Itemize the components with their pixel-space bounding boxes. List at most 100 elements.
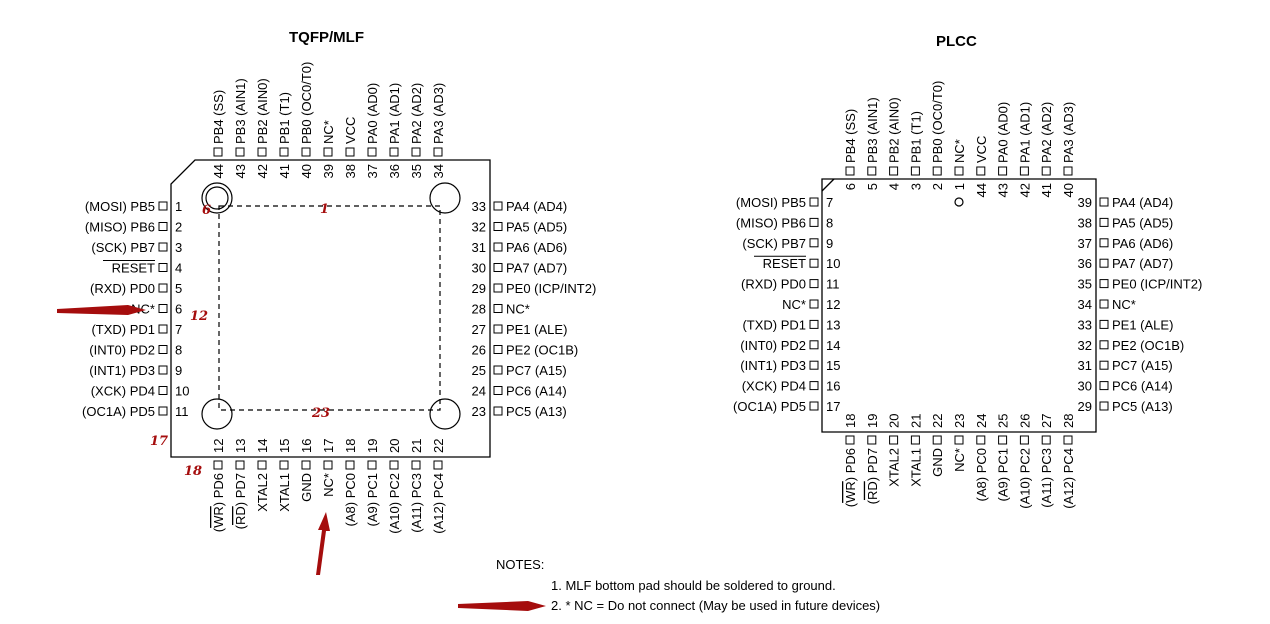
tqfp-pin-pad [493,345,503,354]
plcc-pin-label: PC6 (A14) [1112,379,1173,394]
tqfp-pin-number: 9 [175,363,182,378]
tqfp-pin-pad [411,147,421,157]
tqfp-pin-number: 22 [431,439,446,453]
plcc-pin-label: PA1 (AD1) [1017,102,1032,163]
plcc-pin-label: PA2 (AD2) [1039,102,1054,163]
plcc-pin-number: 22 [930,414,945,428]
plcc-pin-number: 17 [826,399,840,414]
tqfp-pin-number: 44 [211,164,226,178]
plcc-pin-label: (A9) PC1 [996,448,1011,501]
annotation-mark: 1 [320,202,329,217]
plcc-pin-number: 20 [887,414,902,428]
tqfp-pin-number: 8 [175,343,182,358]
plcc-pin-label: PA3 (AD3) [1061,102,1076,163]
plcc-pin-pad [910,166,920,176]
plcc-pin-number: 43 [996,183,1011,197]
note-2: 2. * NC = Do not connect (May be used in… [551,598,881,613]
plcc-pin-label: PB3 (AIN1) [865,97,880,163]
tqfp-pin-pad [345,147,355,157]
tqfp-pin-number: 34 [431,164,446,178]
tqfp-pin-pad [158,263,168,272]
tqfp-pin-number: 24 [472,384,486,399]
tqfp-pin-label: PA5 (AD5) [506,220,567,235]
tqfp-pin-label: GND [299,473,314,502]
tqfp-pin-number: 11 [175,404,189,419]
tqfp-pin-label: (RXD) PD0 [90,281,155,296]
tqfp-pin-pad [213,460,223,470]
plcc-pin-pad [809,217,819,227]
plcc-pin-number: 10 [826,256,840,271]
tqfp-pin-label: (MOSI) PB5 [85,199,155,214]
tqfp-pin-number: 2 [175,220,182,235]
plcc-pin-label: PA7 (AD7) [1112,256,1173,271]
tqfp-pin-pad [493,304,503,313]
notes-heading: NOTES: [496,557,545,572]
tqfp-pin1-marker [205,186,229,210]
plcc-pin-number: 37 [1078,236,1092,251]
plcc-pin-label: NC* [782,297,806,312]
tqfp-pin-pad [301,147,311,157]
plcc-pin-pad [1099,279,1109,289]
annotation-arrow-nc6 [57,305,146,315]
tqfp-pin-number: 17 [321,439,336,453]
tqfp-pin-number: 21 [409,439,424,453]
tqfp-pin-number: 28 [472,302,486,317]
plcc-pin-label: VCC [974,136,989,163]
plcc-pin-label: (MISO) PB6 [736,215,806,230]
plcc-pin-pad [809,279,819,289]
plcc-pin-pad [1099,197,1109,207]
note-1: 1. MLF bottom pad should be soldered to … [551,578,836,593]
tqfp-pin-label: PA7 (AD7) [506,261,567,276]
plcc-pin-number: 33 [1078,317,1092,332]
tqfp-pin-pad [323,460,333,470]
tqfp-corner-marker [201,398,233,430]
plcc-pin-label: PE1 (ALE) [1112,317,1173,332]
plcc-pin-pad [976,166,986,176]
plcc-pin-number: 39 [1078,195,1092,210]
tqfp-pin-label: PB3 (AIN1) [233,78,248,144]
tqfp-pin-label: NC* [321,473,336,497]
tqfp-pin-label: (A9) PC1 [365,473,380,526]
plcc-pin-pad [1041,435,1051,445]
tqfp-pin-number: 41 [277,164,292,178]
tqfp-pin-number: 42 [255,164,270,178]
plcc-pin-number: 34 [1078,297,1092,312]
plcc-pin-pad [867,166,877,176]
tqfp-pin-label: (TXD) PD1 [91,322,155,337]
tqfp-pin-label: (OC1A) PD5 [82,404,155,419]
plcc-pin-label: NC* [952,448,967,472]
tqfp-pin-pad [158,386,168,395]
tqfp-pin-pad [158,406,168,416]
tqfp-pin-number: 4 [175,261,182,276]
tqfp-pin-label: XTAL1 [277,473,292,512]
plcc-pin-number: 40 [1061,183,1076,197]
tqfp-corner-marker [429,398,461,430]
plcc-pin-number: 13 [826,317,840,332]
tqfp-pin-label: RESET [112,261,155,276]
tqfp-pin-number: 5 [175,281,182,296]
plcc-pin-number: 21 [908,414,923,428]
plcc-pin-number: 23 [952,414,967,428]
tqfp-pin-label: (A8) PC0 [343,473,358,526]
plcc-pin-label: (RXD) PD0 [741,277,806,292]
plcc-pin-label: PB4 (SS) [843,109,858,163]
tqfp-pin-number: 26 [472,343,486,358]
annotation-mark: 18 [184,464,202,479]
plcc-pin-number: 42 [1017,183,1032,197]
tqfp-pin-number: 43 [233,164,248,178]
tqfp-pin-pad [279,147,289,157]
plcc-pin-number: 35 [1078,277,1092,292]
plcc-pin-label: (SCK) PB7 [742,236,806,251]
plcc-pin-number: 26 [1017,414,1032,428]
tqfp-pin-label: (SCK) PB7 [91,240,155,255]
tqfp-pin-label: PB0 (OC0/T0) [299,62,314,144]
tqfp-pin-pad [411,460,421,470]
annotation-arrow-nc17 [316,512,330,575]
tqfp-pin-number: 35 [409,164,424,178]
tqfp-pin-label: PA6 (AD6) [506,240,567,255]
plcc-pin-number: 15 [826,358,840,373]
